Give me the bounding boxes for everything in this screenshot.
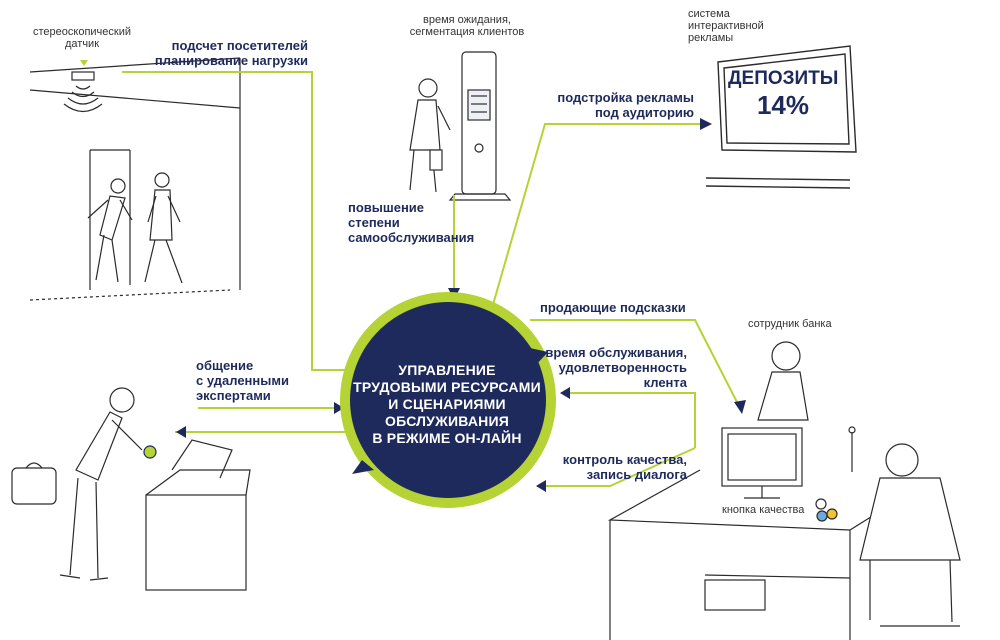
label-quality-control: контроль качества, запись диалога (562, 452, 687, 482)
expert-scene-illustration (11, 387, 251, 591)
label-service-time: время обслуживания, удовлетворенность кл… (545, 345, 687, 390)
label-sales-hints: продающие подсказки (540, 300, 686, 315)
label-remote-experts: общение с удаленными экспертами (196, 358, 289, 403)
caption-sensor: стереоскопический датчик (33, 26, 131, 50)
bank-office-illustration (607, 341, 961, 640)
caption-quality-button: кнопка качества (722, 504, 805, 516)
connector-lines (122, 71, 741, 487)
label-self-service: повышение степени самообслуживания (348, 200, 475, 245)
kiosk-scene-illustration (409, 51, 512, 201)
sensor-pointer-icon (80, 60, 88, 66)
billboard-text: ДЕПОЗИТЫ 14% (728, 68, 838, 120)
caption-wait-time: время ожидания, сегментация клиентов (409, 14, 525, 38)
center-title: УПРАВЛЕНИЕ ТРУДОВЫМИ РЕСУРСАМИ И СЦЕНАРИ… (353, 362, 541, 446)
center-hub (350, 302, 546, 498)
label-visitor-count: подсчет посетителей планирование нагрузк… (154, 38, 308, 68)
ad-billboard-illustration (705, 45, 857, 189)
billboard-rate: 14% (756, 90, 810, 120)
label-ad-tuning: подстройка рекламы под аудиторию (557, 90, 694, 120)
billboard-title: ДЕПОЗИТЫ (728, 68, 839, 89)
center-cycle-arrows (352, 348, 548, 474)
caption-ad-system: система интерактивной рекламы (688, 8, 764, 44)
sensor-scene-illustration (29, 57, 241, 301)
caption-employee: сотрудник банка (748, 318, 832, 330)
